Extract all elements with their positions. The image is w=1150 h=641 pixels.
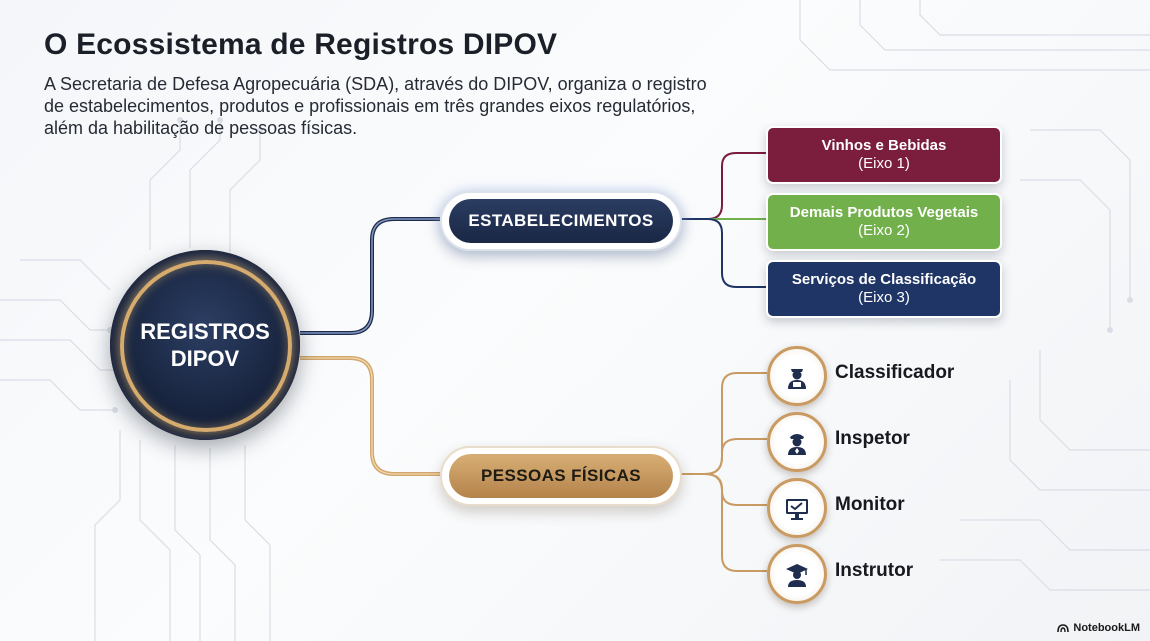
page-description: A Secretaria de Defesa Agropecuária (SDA…	[44, 74, 707, 138]
classifier-icon	[767, 346, 827, 406]
page-title: O Ecossistema de Registros DIPOV	[44, 28, 558, 61]
axis-vinhos-bebidas: Vinhos e Bebidas (Eixo 1)	[766, 126, 1002, 184]
role-label-inspetor: Inspetor	[835, 428, 910, 449]
axis-servicos-classificacao: Serviços de Classificação (Eixo 3)	[766, 260, 1002, 318]
axis-number: (Eixo 1)	[858, 155, 910, 172]
instructor-icon	[767, 544, 827, 604]
axis-number: (Eixo 2)	[858, 222, 910, 239]
estabelecimentos-node: ESTABELECIMENTOS	[440, 191, 682, 251]
hub-gold-ring	[120, 260, 292, 432]
role-label-classificador: Classificador	[835, 362, 955, 383]
axis-name: Serviços de Classificação	[791, 271, 977, 288]
axis-demais-produtos-vegetais: Demais Produtos Vegetais (Eixo 2)	[766, 193, 1002, 251]
estabelecimentos-label: ESTABELECIMENTOS	[468, 211, 654, 230]
axis-name: Demais Produtos Vegetais	[789, 204, 979, 221]
axis-number: (Eixo 3)	[858, 289, 910, 306]
pessoas-fisicas-node: PESSOAS FÍSICAS	[440, 446, 682, 506]
axis-name: Vinhos e Bebidas	[821, 137, 947, 154]
monitor-icon	[767, 478, 827, 538]
notebooklm-brand: NotebookLM	[1057, 622, 1140, 634]
hub-label: REGISTROS DIPOV	[140, 319, 270, 371]
inspector-icon	[767, 412, 827, 472]
role-label-monitor: Monitor	[835, 494, 905, 515]
registros-dipov-hub: REGISTROS DIPOV	[110, 250, 300, 440]
role-label-instrutor: Instrutor	[835, 560, 914, 581]
pessoas-fisicas-label: PESSOAS FÍSICAS	[481, 466, 641, 485]
notebooklm-logo-icon	[1057, 624, 1070, 633]
brand-label: NotebookLM	[1073, 622, 1140, 634]
